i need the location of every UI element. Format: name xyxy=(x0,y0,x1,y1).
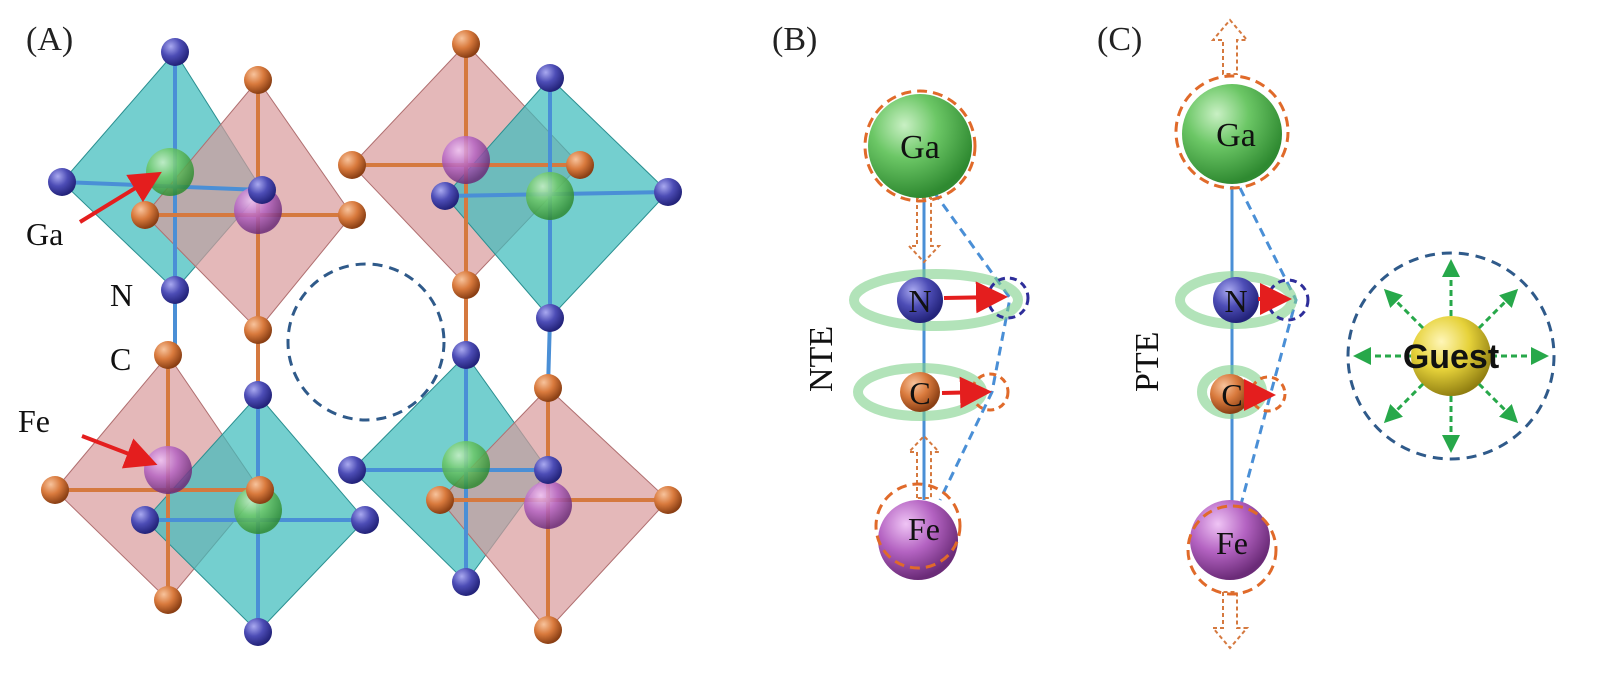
guest-label: Guest xyxy=(1403,338,1499,376)
panel-b: (B) NTE Ga N C Fe xyxy=(772,21,1030,580)
guest-expansion-arrows xyxy=(1353,259,1549,453)
distorted-bond-dashed xyxy=(932,191,1012,501)
atom-ga-label: Ga xyxy=(900,129,940,166)
octahedra xyxy=(54,43,669,633)
expansion-arrow-bottom xyxy=(1210,591,1250,650)
distorted-bond-dashed-pte xyxy=(1238,187,1298,509)
label-c: C xyxy=(110,341,131,377)
atom-fe-label: Fe xyxy=(908,511,940,547)
atom-c-label-pte: C xyxy=(1221,377,1242,413)
n-atoms xyxy=(48,38,682,646)
guest-boundary-dashed-circle xyxy=(1346,251,1556,461)
n-displacement-arrow xyxy=(943,281,1008,314)
atom-fe xyxy=(878,500,958,580)
atom-ga-pte xyxy=(1182,84,1282,184)
expansion-arrow-top xyxy=(1210,18,1250,75)
atom-n-pte xyxy=(1213,277,1259,323)
atom-c xyxy=(900,372,940,412)
atom-n-label-pte: N xyxy=(1224,283,1247,319)
label-ga: Ga xyxy=(26,216,63,252)
panel-a-label: (A) xyxy=(26,21,73,58)
panel-a: (A) xyxy=(18,21,682,646)
vibration-ring-n-pte xyxy=(1175,271,1297,329)
c-atoms xyxy=(41,30,682,644)
label-fe: Fe xyxy=(18,403,50,439)
atom-ga xyxy=(868,94,972,198)
atom-fe-label-pte: Fe xyxy=(1216,525,1248,561)
label-n: N xyxy=(110,277,133,313)
contraction-arrow-top xyxy=(906,197,942,264)
atom-fe-pte xyxy=(1190,500,1270,580)
panel-b-label: (B) xyxy=(772,21,817,58)
mode-label-nte: NTE xyxy=(803,326,840,392)
guest-molecule: Guest xyxy=(1346,251,1556,461)
panel-c-label: (C) xyxy=(1097,21,1142,58)
fe-pointer-arrow xyxy=(81,434,158,469)
mode-label-pte: PTE xyxy=(1129,332,1166,392)
atom-n xyxy=(897,277,943,323)
c-displaced-position xyxy=(970,372,1010,412)
contraction-arrow-bottom xyxy=(906,434,942,499)
atom-c-pte xyxy=(1210,374,1250,414)
atom-n-label: N xyxy=(908,283,931,319)
atom-c-label: C xyxy=(909,375,930,411)
guest-atom xyxy=(1411,316,1491,396)
panel-c: (C) PTE Ga N C Fe xyxy=(1097,18,1556,650)
ga-pointer-arrow xyxy=(78,171,162,224)
atom-ga-label-pte: Ga xyxy=(1216,117,1256,154)
pore-dashed-circle xyxy=(286,262,446,422)
vibration-ring-n xyxy=(849,269,1023,331)
c-displacement-arrow xyxy=(941,376,992,409)
